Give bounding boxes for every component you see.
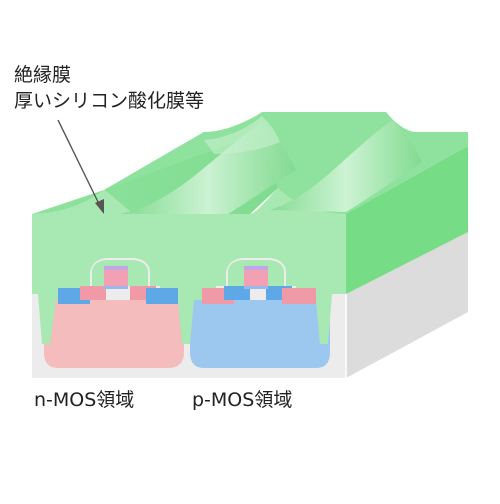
n-mos-region-label: n-MOS領域	[34, 389, 135, 411]
top-groove-back	[204, 116, 280, 154]
insulator-callout: 絶縁膜 厚いシリコン酸化膜等	[14, 62, 204, 114]
n-source-pink	[80, 286, 106, 300]
p-gate-oxide	[244, 286, 268, 289]
callout-line-1: 絶縁膜	[14, 64, 72, 86]
insulator-side	[346, 146, 468, 294]
top-groove-right	[270, 120, 422, 212]
n-drain-blue	[146, 288, 178, 304]
p-source-blue	[224, 286, 250, 300]
n-gate-oxide-top	[104, 266, 128, 270]
p-gate-electrode	[244, 268, 268, 286]
n-gate-electrode	[104, 268, 128, 286]
n-well	[44, 300, 184, 368]
insulator-front	[32, 188, 346, 344]
n-gate-oxide	[104, 286, 128, 289]
n-mos-transistor	[58, 260, 178, 304]
p-well	[190, 300, 330, 368]
p-gate-oxide-top	[244, 266, 268, 270]
callout-arrow	[57, 119, 104, 214]
callout-line-2: 厚いシリコン酸化膜等	[14, 90, 205, 112]
p-drain-pink	[282, 288, 316, 304]
p-mos-region-label: p-MOS領域	[192, 389, 293, 411]
p-mos-transistor	[202, 260, 316, 304]
